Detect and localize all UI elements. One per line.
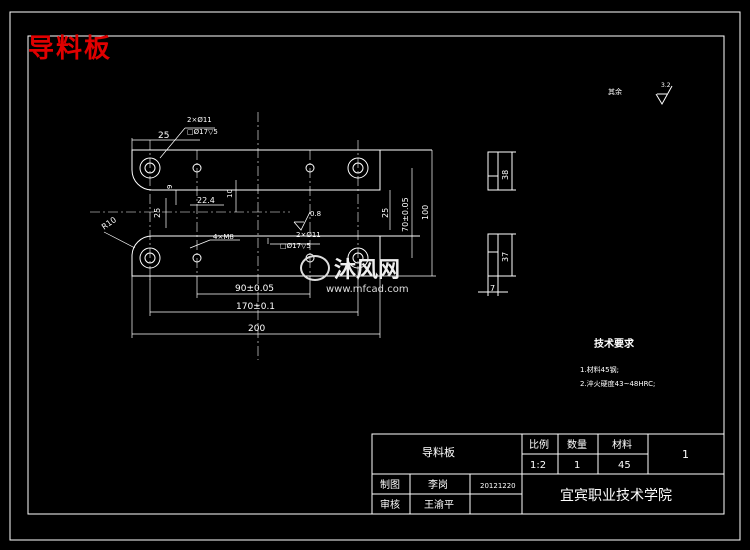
dim-25-right: 25 (381, 208, 390, 218)
drawing-title: 导料板 (28, 34, 113, 64)
title-block-text: 导料板 比例 数量 材料 1:2 1 45 1 制图 李岗 20121220 审… (380, 438, 689, 511)
dim-holes-mid: 2×Ø11 (296, 231, 321, 239)
roughness-mark-icon (293, 211, 311, 231)
dim-r10: R10 (100, 215, 118, 231)
drawn-by: 李岗 (428, 478, 448, 491)
dim-25-left: 25 (153, 208, 162, 218)
roughness-symbol-icon (655, 85, 673, 105)
dim-side-37: 37 (501, 252, 510, 262)
drawn-label: 制图 (380, 478, 400, 491)
side-view-lower (478, 233, 516, 296)
dim-22-4: 22.4 (197, 196, 215, 205)
side-view-upper (487, 151, 516, 191)
checked-label: 审核 (380, 498, 400, 511)
checked-by: 王渝平 (424, 498, 454, 511)
dim-70: 70±0.05 (401, 197, 410, 232)
dimension-lines (103, 127, 436, 338)
dim-cbore-top: □Ø17▽5 (187, 128, 218, 136)
watermark-url: www.mfcad.com (326, 284, 409, 295)
part-name: 导料板 (422, 445, 455, 459)
dim-cbore-mid: □Ø17▽5 (280, 242, 311, 250)
watermark: 沐风网 www.mfcad.com (300, 252, 409, 295)
school-name: 宜宾职业技术学院 (560, 488, 672, 504)
dim-170: 170±0.1 (236, 302, 275, 312)
drawn-date: 20121220 (480, 482, 516, 490)
material-label: 材料 (612, 438, 632, 451)
dim-10: 10 (226, 189, 234, 198)
dim-90: 90±0.05 (235, 284, 274, 294)
dim-tap: 4×M8 (213, 233, 234, 241)
dim-100: 100 (421, 205, 430, 220)
tech-req-item-2: 2.淬火硬度43~48HRC; (580, 379, 655, 388)
material-value: 45 (618, 460, 631, 471)
dim-200: 200 (248, 324, 265, 334)
scale-label: 比例 (529, 438, 549, 451)
dim-hole-top: 2×Ø11 (187, 116, 212, 124)
qty-value: 1 (574, 460, 580, 471)
dim-side-7: 7 (490, 284, 495, 293)
dim-rough-mid: 0.8 (310, 210, 321, 218)
tech-req-item-1: 1.材料45钢; (580, 365, 619, 374)
upper-part-outline (131, 149, 432, 191)
dimension-texts: 25 2×Ø11 □Ø17▽5 9 22.4 10 25 R10 0.8 25 … (100, 116, 510, 334)
dim-25-top: 25 (158, 131, 169, 141)
watermark-logo-icon (300, 255, 330, 281)
roughness-label: 其余 (608, 87, 622, 96)
roughness-value: 3.2 (661, 82, 671, 89)
scale-value: 1:2 (530, 460, 546, 471)
sheet-number: 1 (682, 448, 689, 461)
watermark-brand: 沐风网 (334, 258, 401, 283)
tech-req-title: 技术要求 (594, 337, 635, 350)
qty-label: 数量 (567, 438, 587, 451)
dim-9: 9 (166, 185, 174, 189)
outer-border (9, 11, 741, 541)
dim-side-38: 38 (501, 170, 510, 180)
upper-holes (139, 157, 369, 179)
title-block (371, 433, 725, 515)
